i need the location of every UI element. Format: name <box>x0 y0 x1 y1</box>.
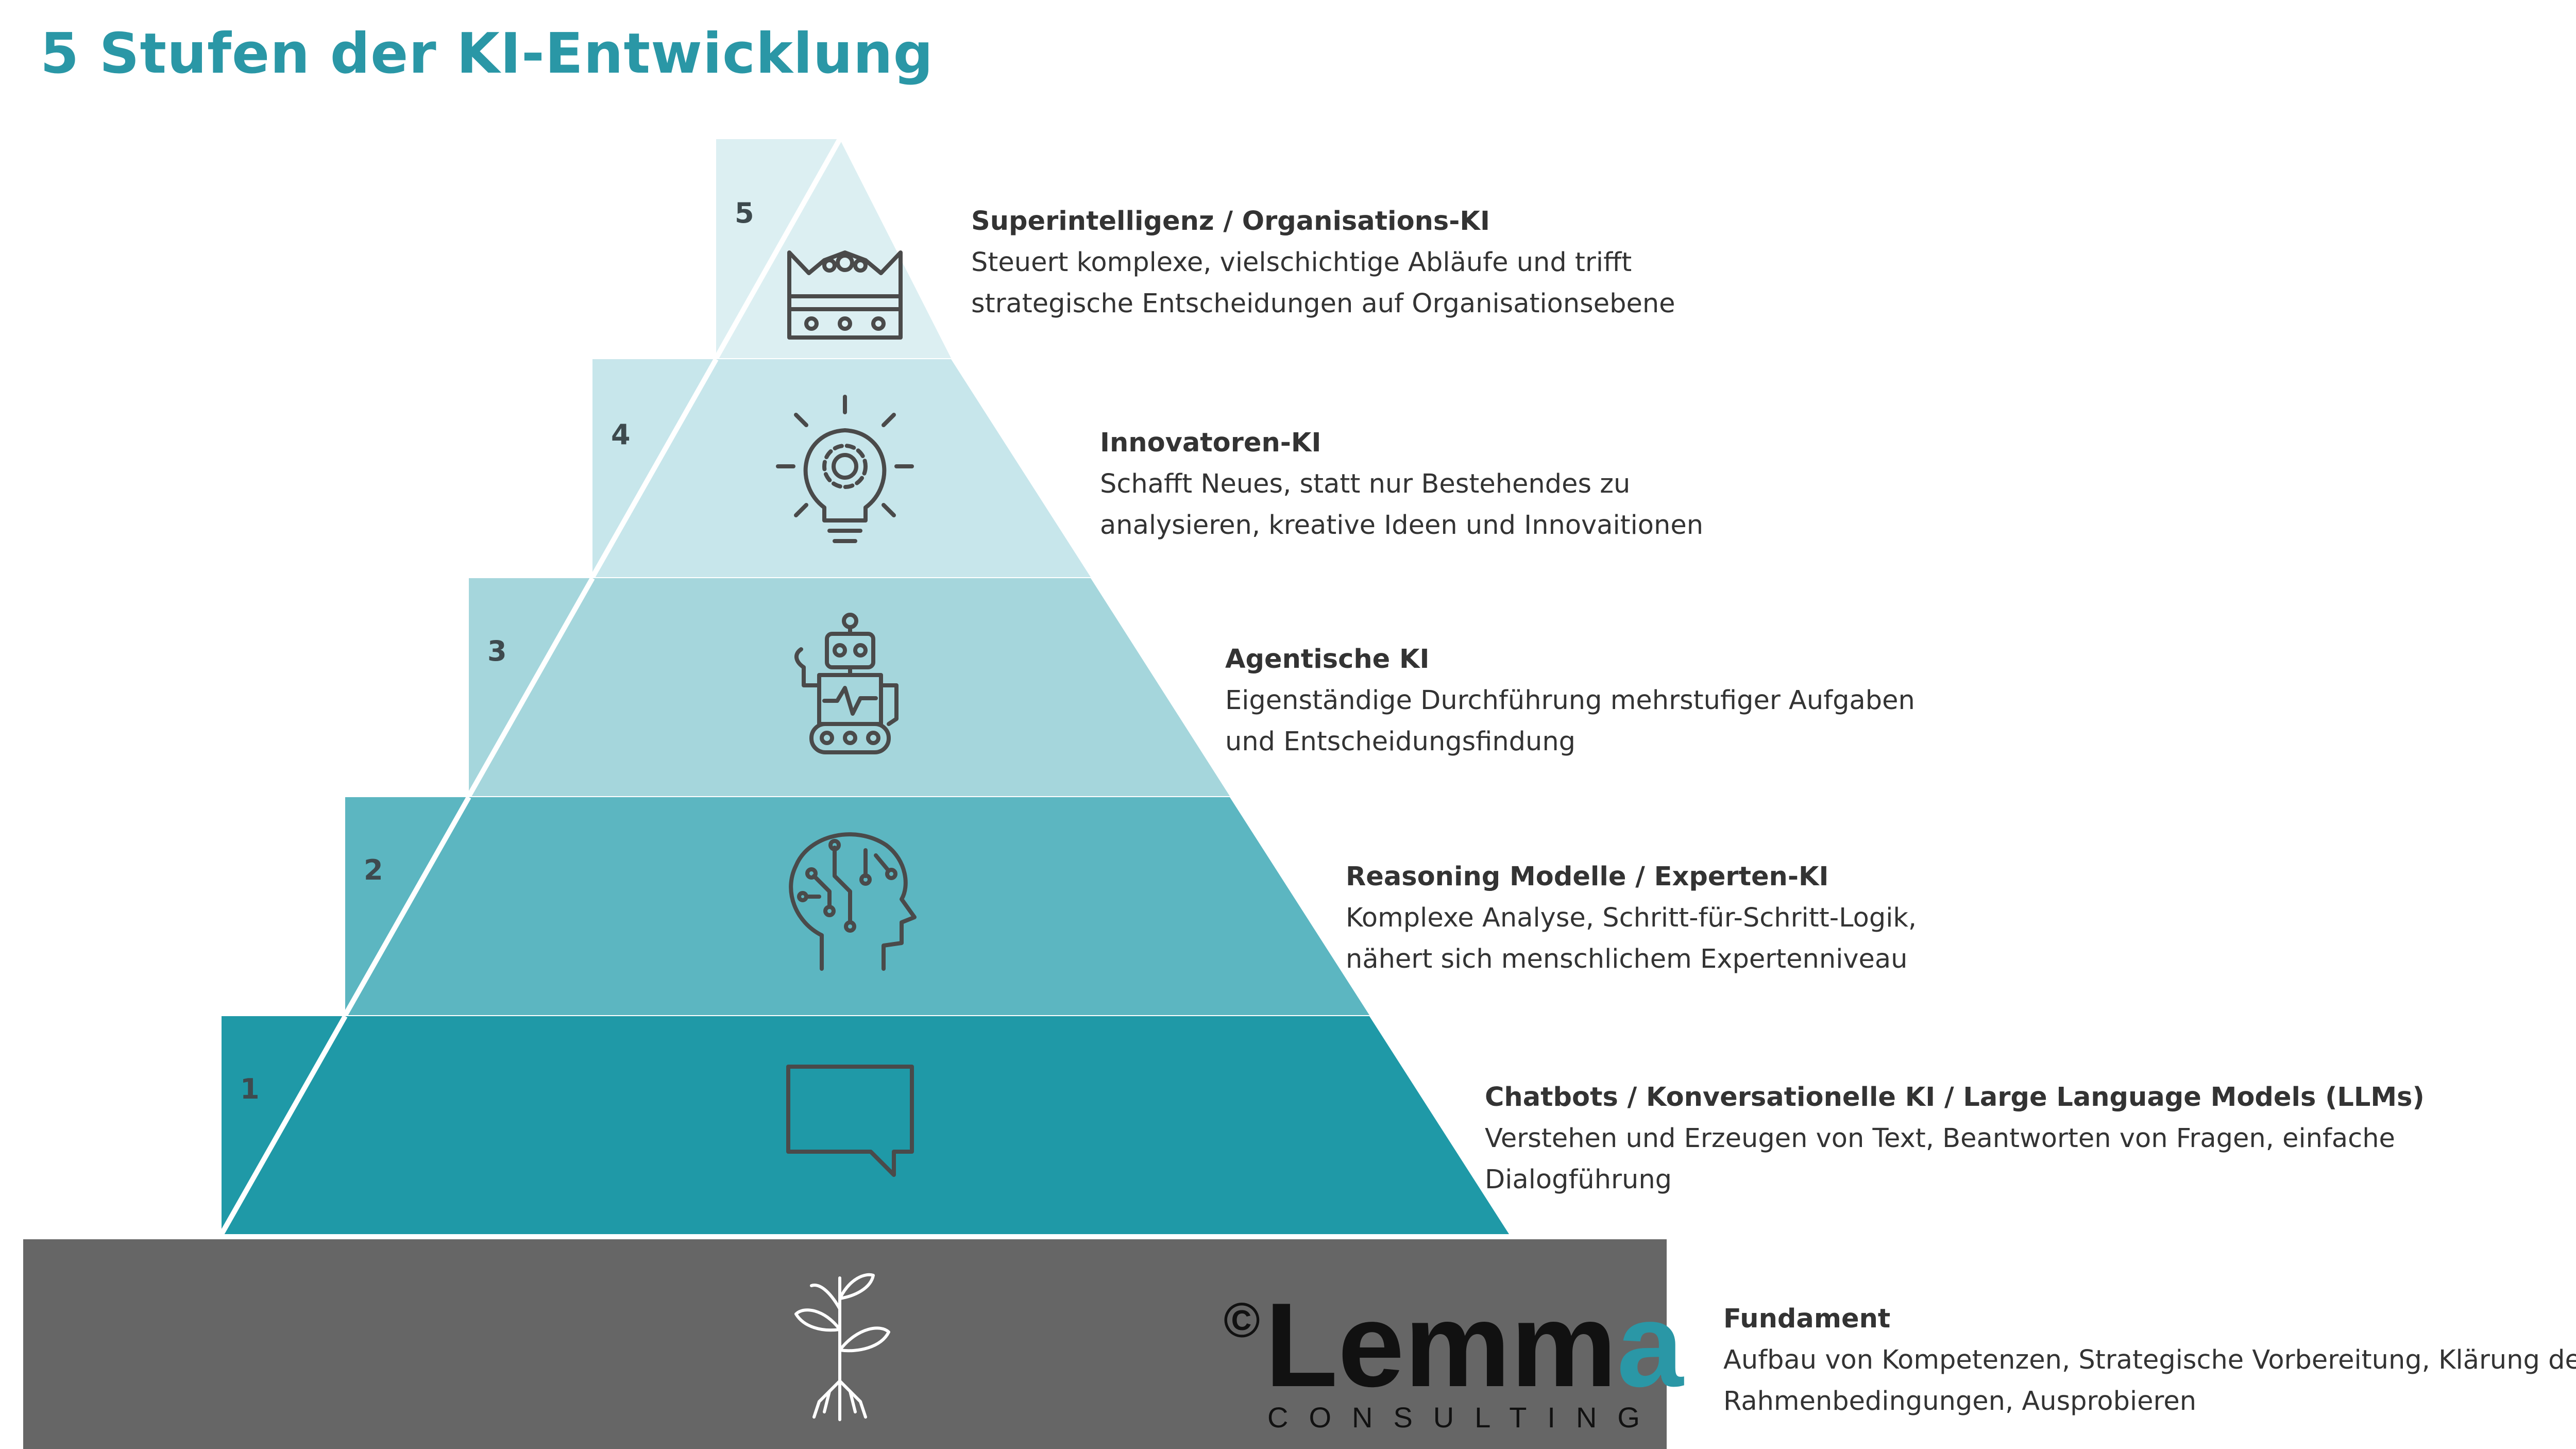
level-2-number: 2 <box>364 854 383 886</box>
level-4-text-line: Schafft Neues, statt nur Bestehendes zu <box>1100 469 1631 499</box>
level-4-number: 4 <box>611 418 631 451</box>
level-2-text-line: Komplexe Analyse, Schritt-für-Schritt-Lo… <box>1346 903 1917 933</box>
foundation-description: Fundament Aufbau von Kompetenzen, Strate… <box>1723 1299 2576 1422</box>
level-3-heading: Agentische KI <box>1225 644 1430 675</box>
logo-copyright: © <box>1224 1293 1260 1348</box>
foundation-band: © Lemma CONSULTING <box>23 1239 1684 1449</box>
lemma-consulting-logo: © Lemma CONSULTING <box>1224 1278 1684 1434</box>
level-1-heading: Chatbots / Konversationelle KI / Large L… <box>1485 1082 2425 1113</box>
level-4-band: 4 <box>590 358 1091 579</box>
level-2-description: Reasoning Modelle / Experten-KI Komplexe… <box>1346 856 1917 980</box>
robot-icon <box>794 613 899 754</box>
level-5-band: 5 <box>714 138 951 360</box>
level-1-description: Chatbots / Konversationelle KI / Large L… <box>1485 1077 2425 1201</box>
level-5-heading: Superintelligenz / Organisations-KI <box>971 206 1490 237</box>
level-2-text-line: nähert sich menschlichem Expertenniveau <box>1346 944 1908 974</box>
page-title: 5 Stufen der KI-Entwicklung <box>40 22 934 86</box>
level-1-number: 1 <box>240 1073 260 1105</box>
crown-icon <box>787 250 903 340</box>
logo-wordmark: Lemma <box>1265 1278 1684 1412</box>
foundation-heading: Fundament <box>1723 1304 1891 1334</box>
level-5-description: Superintelligenz / Organisations-KI Steu… <box>971 201 1675 325</box>
level-3-text-line: Eigenständige Durchführung mehrstufiger … <box>1225 685 1915 716</box>
level-1-text-line: Verstehen und Erzeugen von Text, Beantwo… <box>1485 1123 2395 1154</box>
level-2-band: 2 <box>343 796 1369 1017</box>
foundation-text-line: Aufbau von Kompetenzen, Strategische Vor… <box>1723 1345 2576 1375</box>
level-3-number: 3 <box>487 635 507 667</box>
level-4-heading: Innovatoren-KI <box>1100 428 1321 458</box>
level-4-text-line: analysieren, kreative Ideen und Innovait… <box>1100 510 1704 541</box>
logo-wordmark-main: Lemm <box>1265 1278 1617 1412</box>
level-5-number: 5 <box>735 197 754 229</box>
foundation-text-line: Rahmenbedingungen, Ausprobieren <box>1723 1386 2197 1417</box>
level-3-band: 3 <box>466 577 1230 798</box>
brain-circuit-head-icon <box>789 832 917 971</box>
level-5-text-line: Steuert komplexe, vielschichtige Abläufe… <box>971 247 1632 278</box>
logo-wordmark-accent: a <box>1617 1278 1684 1412</box>
chat-bubble-icon <box>786 1065 914 1177</box>
sprout-icon <box>794 1273 890 1421</box>
level-3-description: Agentische KI Eigenständige Durchführung… <box>1225 639 1915 763</box>
level-5-text-line: strategische Entscheidungen auf Organisa… <box>971 289 1675 319</box>
level-1-band: 1 <box>219 1015 1509 1236</box>
level-2-heading: Reasoning Modelle / Experten-KI <box>1346 862 1829 892</box>
level-1-text-line: Dialogführung <box>1485 1165 1672 1195</box>
level-4-description: Innovatoren-KI Schafft Neues, statt nur … <box>1100 423 1703 546</box>
lightbulb-gear-icon <box>776 395 914 543</box>
level-3-text-line: und Entscheidungsfindung <box>1225 727 1576 757</box>
logo-subtitle: CONSULTING <box>1267 1401 1660 1434</box>
